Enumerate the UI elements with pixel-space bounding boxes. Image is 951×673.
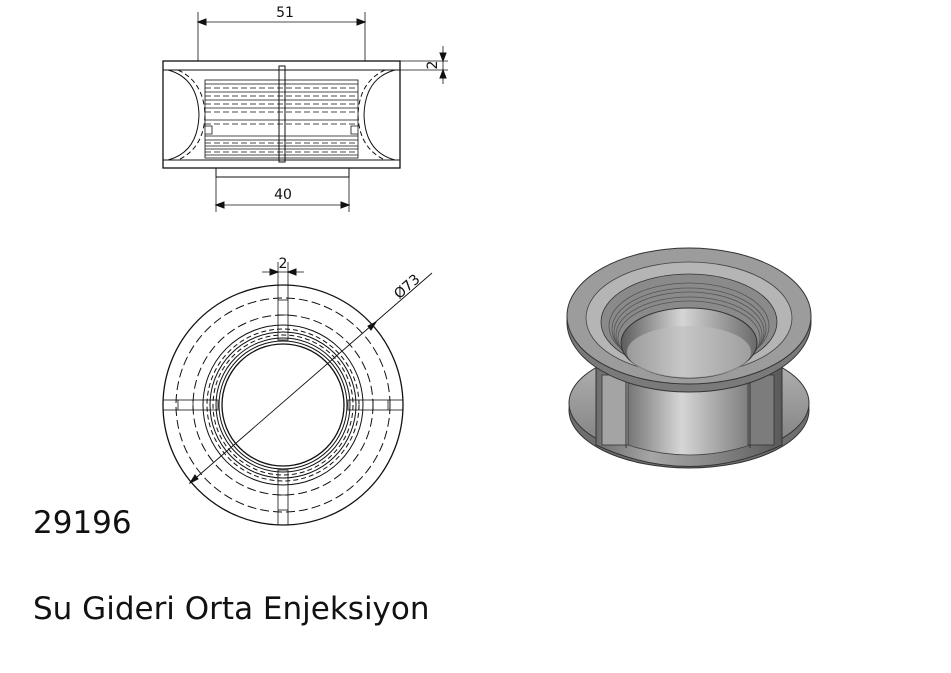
- outer-circle: [162, 284, 404, 526]
- dimension-top-width: 51: [276, 5, 294, 21]
- part-number: 29196: [33, 505, 132, 541]
- top-view: [162, 262, 433, 526]
- thread-region: [204, 79, 359, 159]
- dimension-diameter: Ø73: [391, 271, 423, 302]
- side-bottom-ring: [215, 167, 350, 178]
- diameter-leader: [189, 272, 433, 484]
- inner-bore-circle: [221, 343, 345, 467]
- center-rib: [278, 65, 286, 163]
- dimension-bottom-width: 40: [274, 187, 292, 203]
- part-3d-render: [566, 247, 812, 469]
- dimension-flange-thickness: 2: [425, 61, 441, 70]
- dimension-slot-width: 2: [279, 256, 288, 272]
- slot-marks: [162, 284, 404, 526]
- side-view: [162, 12, 448, 212]
- part-name: Su Gideri Orta Enjeksiyon: [33, 591, 430, 627]
